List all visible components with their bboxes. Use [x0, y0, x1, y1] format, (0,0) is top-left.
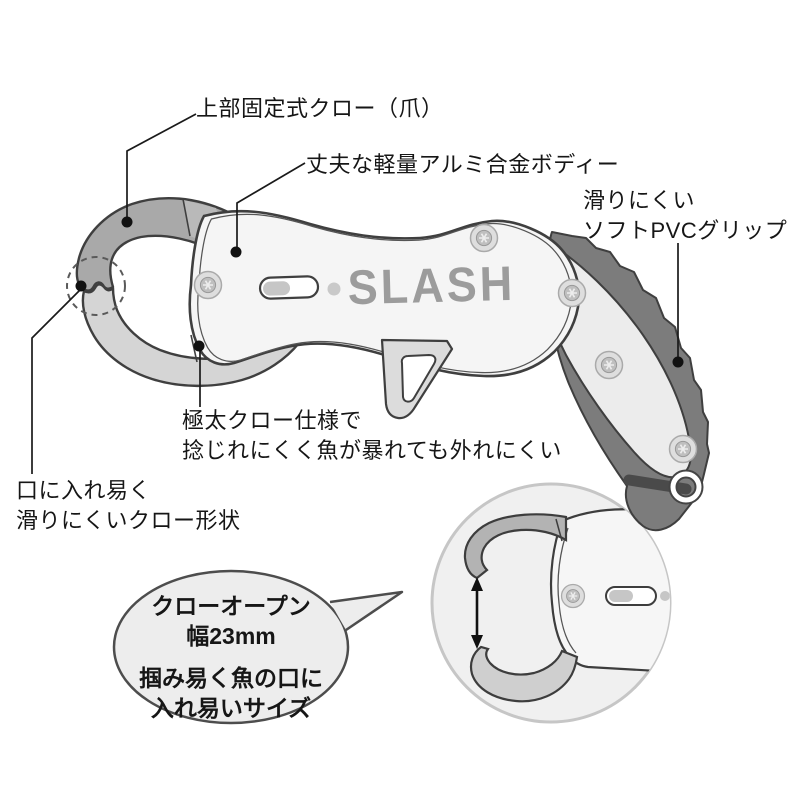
- anchor-dot: [121, 216, 133, 228]
- label-thick-claw-line2: 捻じれにくく魚が暴れても外れにくい: [182, 438, 562, 463]
- eyelet-outer: [668, 469, 704, 505]
- label-thick-claw-line1: 極太クロー仕様で: [182, 408, 363, 433]
- screw: [560, 583, 586, 609]
- body-rivet: [327, 282, 341, 296]
- label-alloy-body: 丈夫な軽量アルミ合金ボディー: [306, 152, 620, 177]
- speech-bubble: [112, 569, 404, 725]
- body-slot-slider: [263, 281, 291, 296]
- inset-upper-claw: [463, 513, 568, 580]
- bubble-text: クローオープン 幅23mm 掴み易く魚の口に 入れ易いサイズ: [111, 591, 351, 723]
- anchor-dot: [193, 340, 205, 352]
- top-claw-seam: [182, 198, 191, 237]
- leader-alloy-body: [236, 162, 306, 248]
- leader-mouth: [31, 287, 83, 474]
- anchor-dot: [230, 246, 242, 258]
- claw-open-measure-arrow: [471, 577, 483, 649]
- inset-rivet: [660, 591, 670, 601]
- inset-slot-slider: [609, 590, 633, 602]
- annotations: [31, 113, 684, 474]
- bubble-line1: クローオープン: [151, 593, 311, 619]
- anchor-dot: [75, 280, 87, 292]
- leader-fixed-claw: [126, 113, 197, 218]
- fish-grip-tool: [75, 196, 710, 532]
- bottom-claw-seam: [190, 334, 198, 363]
- bubble-line3: 掴み易く魚の口に: [139, 665, 323, 691]
- label-pvc-grip: 滑りにくい ソフトPVCグリップ: [583, 186, 787, 246]
- body-plate-inner-line: [197, 213, 573, 374]
- screw: [469, 223, 499, 253]
- eyelet-ring: [669, 470, 703, 504]
- speech-bubble-tail: [330, 592, 402, 630]
- screw: [557, 278, 587, 308]
- anchor-dot: [672, 356, 684, 368]
- label-pvc-grip-line1: 滑りにくい: [583, 188, 696, 213]
- bubble-line2: 幅23mm: [186, 623, 276, 649]
- speech-bubble-body: [112, 569, 350, 725]
- label-mouth-claw-line2: 滑りにくいクロー形状: [16, 508, 241, 533]
- label-mouth-claw-line1: 口に入れ易く: [16, 478, 152, 503]
- bubble-line4: 入れ易いサイズ: [150, 695, 312, 721]
- screw: [193, 270, 223, 300]
- body-plate: [188, 209, 581, 378]
- label-mouth-claw: 口に入れ易く 滑りにくいクロー形状: [16, 476, 241, 536]
- claw-open-inset: [430, 482, 672, 724]
- dashed-focus-circle: [66, 256, 126, 316]
- label-pvc-grip-line2: ソフトPVCグリップ: [583, 218, 788, 243]
- screw: [594, 350, 624, 380]
- label-thick-claw: 極太クロー仕様で 捻じれにくく魚が暴れても外れにくい: [182, 406, 562, 466]
- eyelet-inner: [675, 476, 697, 498]
- slash-logo: SLASH: [347, 255, 516, 316]
- label-fixed-claw: 上部固定式クロー（爪）: [196, 96, 444, 121]
- trigger-hole: [400, 353, 437, 403]
- screw: [668, 434, 698, 464]
- inset-lower-claw: [469, 645, 579, 703]
